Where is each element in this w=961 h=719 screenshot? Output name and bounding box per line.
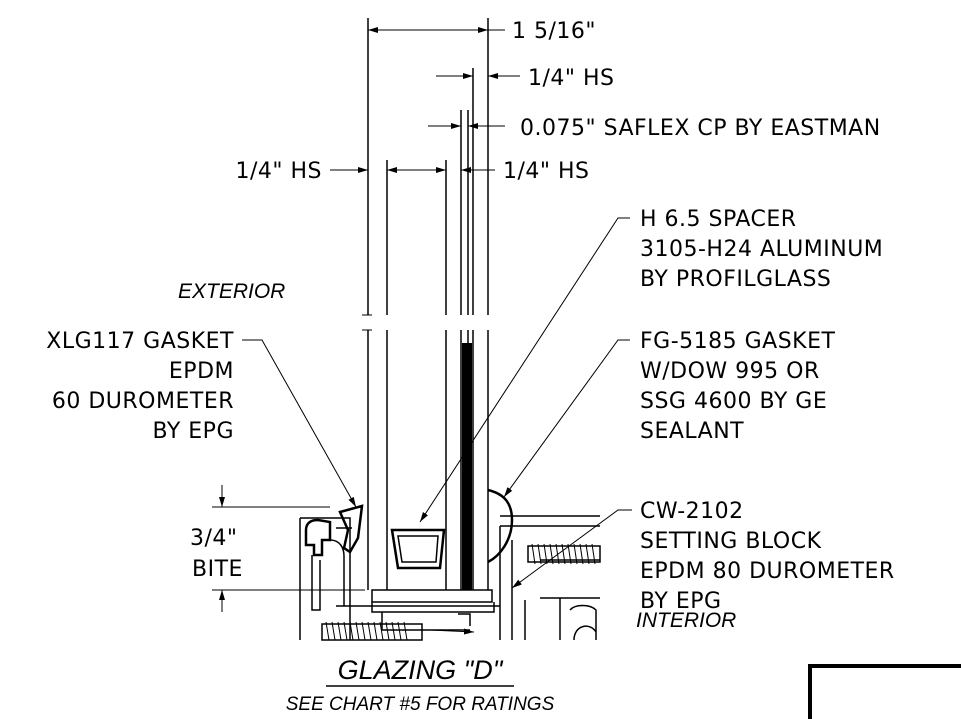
callout-setting-block-line-4: BY EPG (640, 589, 722, 614)
glass-lites (362, 18, 489, 590)
dim-bite-value: 3/4" (190, 526, 238, 551)
drawing-subtitle: SEE CHART #5 FOR RATINGS (286, 694, 555, 715)
callout-setting-block: CW-2102 SETTING BLOCK EPDM 80 DUROMETER … (640, 499, 895, 614)
dim-overall: 1 5/16" (512, 19, 596, 44)
dim-exterior-lite: 1/4" HS (235, 159, 322, 184)
callout-spacer-line-2: 3105-H24 ALUMINUM (640, 237, 883, 262)
callout-ext-gasket-line-3: 60 DUROMETER (52, 389, 234, 414)
callout-interior-gasket: FG-5185 GASKET W/DOW 995 OR SSG 4600 BY … (640, 329, 836, 444)
callout-ext-gasket-line-2: EPDM (169, 359, 234, 384)
interior-label: INTERIOR (636, 609, 736, 632)
exterior-label: EXTERIOR (178, 280, 285, 303)
dimension-labels: 1 5/16" 1/4" HS 0.075" SAFLEX CP BY EAST… (190, 19, 881, 582)
dimension-lines (212, 27, 520, 612)
callout-ext-gasket-line-1: XLG117 GASKET (46, 329, 234, 354)
callout-ext-gasket-line-4: BY EPG (152, 419, 234, 444)
dim-bite-label: BITE (192, 557, 243, 582)
callout-int-gasket-line-2: W/DOW 995 OR (640, 359, 820, 384)
callout-int-gasket-line-3: SSG 4600 BY GE (640, 389, 827, 414)
title-block: GLAZING "D" SEE CHART #5 FOR RATINGS (286, 655, 555, 715)
callout-setting-block-line-1: CW-2102 (640, 499, 744, 524)
screw-bottom (321, 621, 423, 641)
callout-int-gasket-line-1: FG-5185 GASKET (640, 329, 836, 354)
dim-interlayer: 0.075" SAFLEX CP BY EASTMAN (520, 116, 881, 141)
callout-int-gasket-line-4: SEALANT (640, 419, 744, 444)
framing-section (299, 488, 601, 641)
callout-setting-block-line-3: EPDM 80 DUROMETER (640, 559, 895, 584)
sheet-border-corner (808, 664, 961, 719)
sealant-bar (462, 343, 472, 590)
dim-inner-lite: 1/4" HS (503, 159, 590, 184)
screw-interior (527, 543, 601, 565)
dim-outer-lite: 1/4" HS (528, 66, 615, 91)
leaders (242, 217, 632, 589)
callout-spacer-line-1: H 6.5 SPACER (640, 207, 797, 232)
callout-exterior-gasket: XLG117 GASKET EPDM 60 DUROMETER BY EPG (46, 329, 234, 444)
callout-spacer-line-3: BY PROFILGLASS (640, 267, 831, 292)
callout-setting-block-line-2: SETTING BLOCK (640, 529, 822, 554)
callout-spacer: H 6.5 SPACER 3105-H24 ALUMINUM BY PROFIL… (640, 207, 883, 292)
drawing-title: GLAZING "D" (338, 655, 504, 685)
